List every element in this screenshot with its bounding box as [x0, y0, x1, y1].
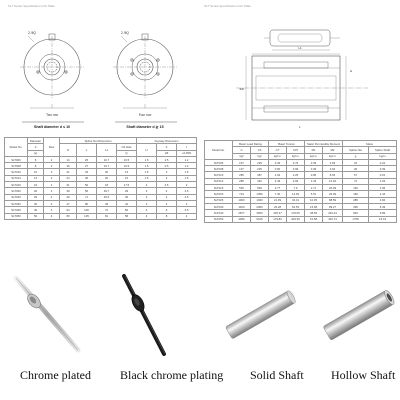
nut-dimension-cell: 58 [115, 212, 138, 220]
solid-shaft-photo [225, 290, 296, 339]
th-row: Row [43, 137, 60, 157]
load-rating-cell: 51.58 [304, 215, 324, 223]
load-rating-cell: 304.35 [286, 215, 306, 223]
keyway-detail [264, 29, 340, 47]
load-rating-cell: 4066 [232, 215, 251, 223]
hollow-shaft-photo [323, 290, 395, 340]
h-label: H [350, 69, 352, 73]
load-rating-cell: SLT050 [204, 215, 233, 223]
th-h: H [136, 143, 158, 157]
chrome-plated-shaft-photo [13, 275, 81, 353]
header-left: SLT Series Specification Inch Table [8, 4, 55, 8]
nut-dimension-cell: 4 [136, 212, 158, 220]
nut-dimension-cell: 4 [176, 212, 198, 220]
header-right: SLT Series Specification Inch Table [204, 4, 251, 8]
caption-shaft-small: Shaft diameter d ≤ 10 [34, 125, 70, 129]
nut-side-section-diagram: L1 ΦD H L [236, 29, 368, 129]
view-label-left: Two row [46, 113, 59, 117]
nut-dimension-cell: 125 [76, 212, 97, 220]
nut-dimension-cell: 81 [96, 212, 117, 220]
caption-black-chrome-plating: Black chrome plating [120, 368, 224, 382]
caption-chrome-plated: Chrome plated [20, 368, 91, 382]
black-chrome-shaft-photo [122, 274, 166, 356]
d-outer-label: ΦD [239, 87, 244, 91]
load-rating-cell: 15.19 [368, 215, 398, 223]
th-model: Model No. [4, 137, 28, 157]
nut-dimension-cell: 8 [156, 212, 178, 220]
nut-cross-section-diagrams: 2-ΦQ Two row Shaft diameter d ≤ 10 2-ΦQ … [20, 31, 177, 129]
th-outer-d: D [59, 143, 77, 157]
d0-label-left: 2-ΦQ [28, 31, 36, 35]
nut-dimension-cell: 80 [59, 212, 77, 220]
dimension-lines [245, 49, 347, 120]
load-rating-cell: 6615 [249, 215, 270, 223]
caption-solid-shaft: Solid Shaft [250, 368, 304, 382]
d0-label-right: 2-ΦQ [121, 31, 129, 35]
th-r-model: Model No. [204, 140, 233, 160]
flange-view-two-row [20, 33, 84, 109]
caption-shaft-large: Shaft diameter d ≧ 15 [126, 125, 163, 129]
nut-dimension-cell: 4 [43, 212, 60, 220]
flange-view-four-row [113, 33, 177, 109]
th-l1: L1 [96, 143, 117, 157]
load-rating-cell: 420.73 [322, 215, 344, 223]
load-rating-cell: 1758 [342, 215, 370, 223]
nut-dimension-cell: 50 [27, 212, 44, 220]
l-label: L [299, 125, 301, 129]
spline-nut-body [236, 55, 368, 121]
nut-dimension-table: Model No. Diameter Row Spline Nut Dimens… [4, 136, 198, 220]
view-label-right: Four row [139, 113, 152, 117]
th-spline-nut: Spline Nut Dimension [58, 136, 138, 145]
nut-dimension-cell: SLT050 [4, 212, 28, 220]
th-length: L [76, 143, 97, 157]
load-rating-table: Model No. Basic Load Rating Basic Torsio… [204, 139, 398, 223]
caption-hollow-shaft: Hollow Shaft [331, 368, 396, 382]
load-rating-cell: 179.80 [268, 215, 288, 223]
l1-label: L1 [298, 46, 302, 50]
